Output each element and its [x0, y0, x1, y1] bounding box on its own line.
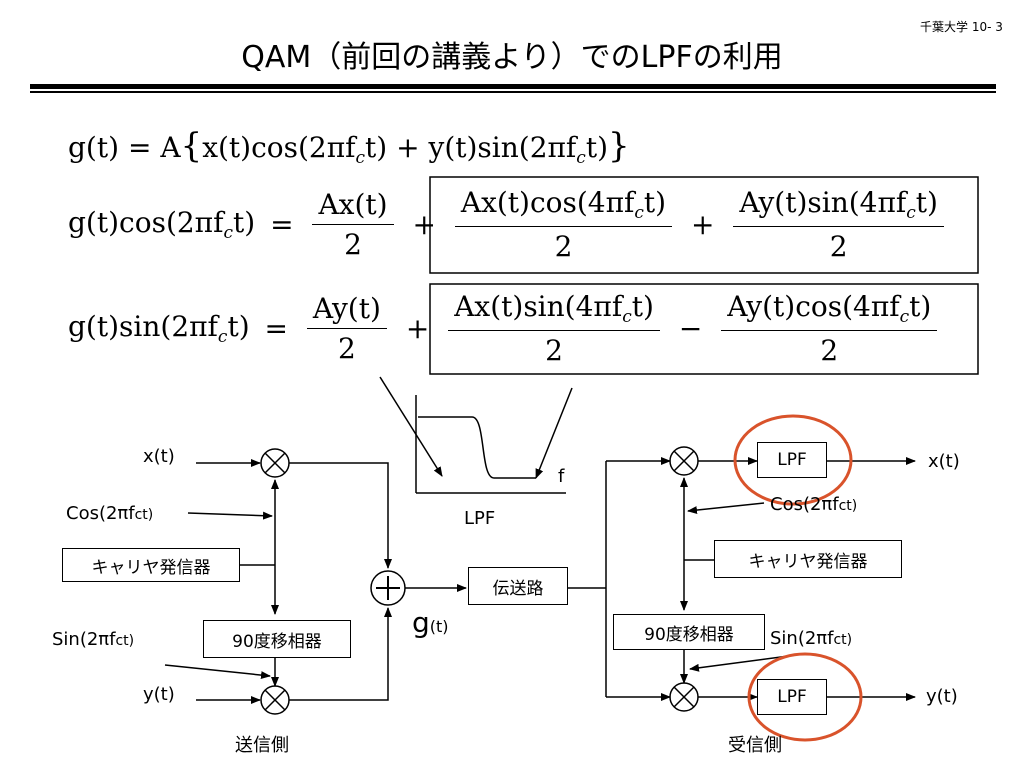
tx-caption: 送信側 [235, 735, 289, 756]
eq2-lhs-t: t) [232, 206, 256, 239]
eq3-den-3: 2 [820, 333, 839, 367]
eq2-num-2-sub: c [634, 202, 644, 223]
eq2-num-2a: Ax(t)cos(4πf [460, 186, 635, 219]
channel-block: 伝送路 [468, 567, 568, 605]
eq1-x: x(t) [202, 131, 252, 164]
eq2-lhs-cos: cos(2πf [119, 206, 224, 239]
tx-x-label: x(t) [143, 446, 175, 467]
eq3-frac-1: Ay(t)2 [306, 292, 387, 365]
eq1-y: y(t) [428, 131, 478, 164]
eq3-num-2a: Ax(t)sin(4πf [454, 290, 623, 323]
eq3-num-2-sub: c [622, 306, 632, 327]
eq3-den-2: 2 [545, 333, 563, 367]
eq3-equals: = [264, 311, 288, 345]
eq3-plus-1: + [405, 311, 430, 345]
arrow-eq-to-lpf-left [379, 376, 443, 477]
rx-sin-input [689, 654, 797, 672]
eq3-frac-2: Ax(t)sin(4πfct) 2 [448, 290, 660, 367]
eq3-den-1: 2 [338, 331, 356, 365]
eq2-den-1: 2 [344, 227, 362, 261]
slide-title: QAM（前回の講義より）でのLPFの利用 [241, 40, 783, 75]
tx-sin-label: Sin(2πfct) [52, 629, 135, 650]
rx-lpf-top: LPF [757, 442, 827, 478]
lpf-plot-caption: LPF [464, 508, 496, 529]
title-rule-thin [30, 91, 996, 93]
tx-carrier-oscillator: キャリヤ発信器 [62, 548, 240, 582]
eq1-sub-c2: c [576, 147, 586, 168]
eq1-cos: cos(2πf [251, 131, 356, 164]
eq2-frac-1: Ax(t)2 [312, 188, 394, 261]
equation-1: g(t) = A{x(t)cos(2πfct) + y(t)sin(2πfct)… [68, 126, 630, 168]
highlight-circle-top [733, 414, 853, 506]
rx-y-output-label: y(t) [926, 686, 958, 707]
rx-sin-label: Sin(2πfct) [770, 628, 853, 649]
eq2-den-2: 2 [554, 229, 573, 263]
eq3-num-3-sub: c [899, 306, 910, 327]
eq2-sub-c: c [223, 222, 233, 243]
tx-sin-input [164, 664, 271, 680]
eq3-num-2b: t) [631, 290, 654, 323]
eq3-lhs-sin: sin(2πf [119, 310, 218, 343]
eq2-plus-2: + [691, 207, 715, 241]
eq2-num-1: Ax(t) [312, 188, 394, 225]
eq1-lhs: g(t) [68, 131, 120, 164]
eq2-equals: = [270, 207, 294, 241]
rx-caption: 受信側 [728, 735, 782, 756]
tx-bottom-to-adder [289, 607, 392, 701]
eq3-num-3b: t) [909, 290, 932, 323]
eq2-num-3a: Ay(t)sin(4πf [739, 186, 907, 219]
eq3-lhs-g: g(t) [68, 310, 120, 343]
tx-y-label: y(t) [143, 684, 175, 705]
eq3-minus: − [678, 311, 703, 345]
rx-phase-shifter: 90度移相器 [613, 614, 765, 650]
equation-2: g(t)cos(2πfct) = Ax(t)2 + Ax(t)cos(4πfct… [68, 186, 948, 263]
page-number: 千葉大学 10- 3 [920, 20, 1003, 34]
eq2-lhs-g: g(t) [68, 206, 120, 239]
highfreq-box-sin [429, 283, 979, 375]
title-rule [30, 84, 996, 89]
tx-phase-shifter: 90度移相器 [203, 620, 351, 658]
arrow-eq-to-lpf-right [535, 387, 573, 479]
eq1-plus: + [396, 131, 420, 164]
rx-cos-label: Cos(2πfct) [770, 494, 858, 515]
eq1-t: t) [365, 131, 388, 164]
tx-cos-input [187, 511, 273, 520]
lpf-plot-curve [418, 416, 536, 479]
eq3-num-3a: Ay(t)cos(4πf [727, 290, 900, 323]
eq3-lhs-t: t) [227, 310, 250, 343]
rx-cos-input [687, 502, 765, 515]
eq2-den-3: 2 [829, 229, 848, 263]
eq3-num-1: Ay(t) [306, 292, 387, 329]
eq1-amplitude: A [160, 131, 181, 164]
gt-label: g(t) [412, 606, 449, 639]
eq2-num-2b: t) [643, 186, 667, 219]
eq1-sin: sin(2πf [477, 131, 577, 164]
eq3-sub-c: c [217, 326, 228, 347]
rx-lpf-bottom: LPF [757, 679, 827, 715]
rx-carrier-oscillator: キャリヤ発信器 [714, 540, 902, 578]
eq1-sub-c: c [355, 147, 366, 168]
lpf-plot-axis-label: f [558, 466, 565, 487]
eq3-frac-3: Ay(t)cos(4πfct) 2 [721, 290, 938, 367]
highlight-circle-bottom [747, 652, 863, 742]
eq1-t2: t) [585, 131, 609, 164]
eq2-frac-2: Ax(t)cos(4πfct) 2 [454, 186, 673, 263]
eq2-num-3-sub: c [906, 202, 916, 223]
rx-x-output-label: x(t) [928, 451, 960, 472]
highfreq-box-cos [429, 176, 979, 274]
tx-top-to-adder [289, 462, 392, 569]
eq2-num-3b: t) [915, 186, 938, 219]
eq2-frac-3: Ay(t)sin(4πfct) 2 [733, 186, 944, 263]
tx-cos-label: Cos(2πfct) [66, 503, 154, 524]
equation-3: g(t)sin(2πfct) = Ay(t)2 + Ax(t)sin(4πfct… [68, 290, 941, 367]
